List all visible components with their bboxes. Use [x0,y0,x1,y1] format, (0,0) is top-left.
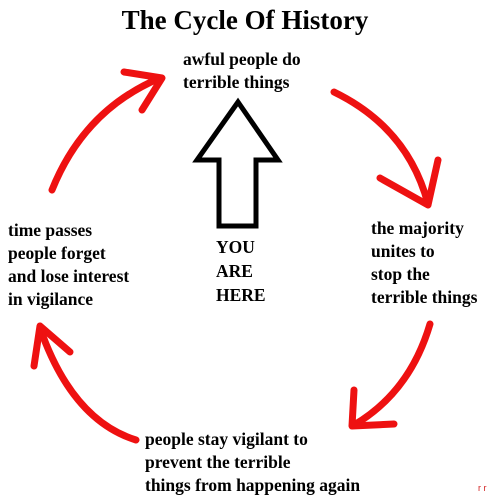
stage-right-line: unites to [371,241,435,261]
stage-left-line: people forget [8,243,106,263]
up-arrow-icon [192,97,283,229]
marker-line: YOU [216,237,255,257]
marker-line: ARE [216,261,253,281]
stage-left-line: in vigilance [8,289,94,309]
stage-top-line: terrible things [183,72,290,92]
you-are-here-label: YOU ARE HERE [216,235,266,307]
marker-line: HERE [216,285,266,305]
stage-bottom-line: things from happening again [145,475,361,495]
stage-majority-unites: the majority unites to stop the terrible… [371,217,477,309]
stage-right-line: the majority [371,218,464,238]
arrow-bottom-to-left-icon [30,322,140,444]
stage-bottom-line: prevent the terrible [145,452,291,472]
arrow-left-to-top-icon [48,68,166,194]
stage-bottom-line: people stay vigilant to [145,429,308,449]
stage-right-line: terrible things [371,287,478,307]
stage-left-line: and lose interest [8,266,130,286]
stage-top-line: awful people do [183,49,301,69]
stage-left-line: time passes [8,220,93,240]
stage-awful-people: awful people do terrible things [183,48,301,94]
arrow-right-to-bottom-icon [348,320,434,430]
arrow-top-to-right-icon [330,88,442,209]
stage-right-line: stop the [371,264,430,284]
diagram-title: The Cycle Of History [121,5,369,35]
stage-stay-vigilant: people stay vigilant to prevent the terr… [145,428,360,497]
stage-time-passes: time passes people forget and lose inter… [8,219,129,311]
artist-signature: r r [478,483,487,493]
